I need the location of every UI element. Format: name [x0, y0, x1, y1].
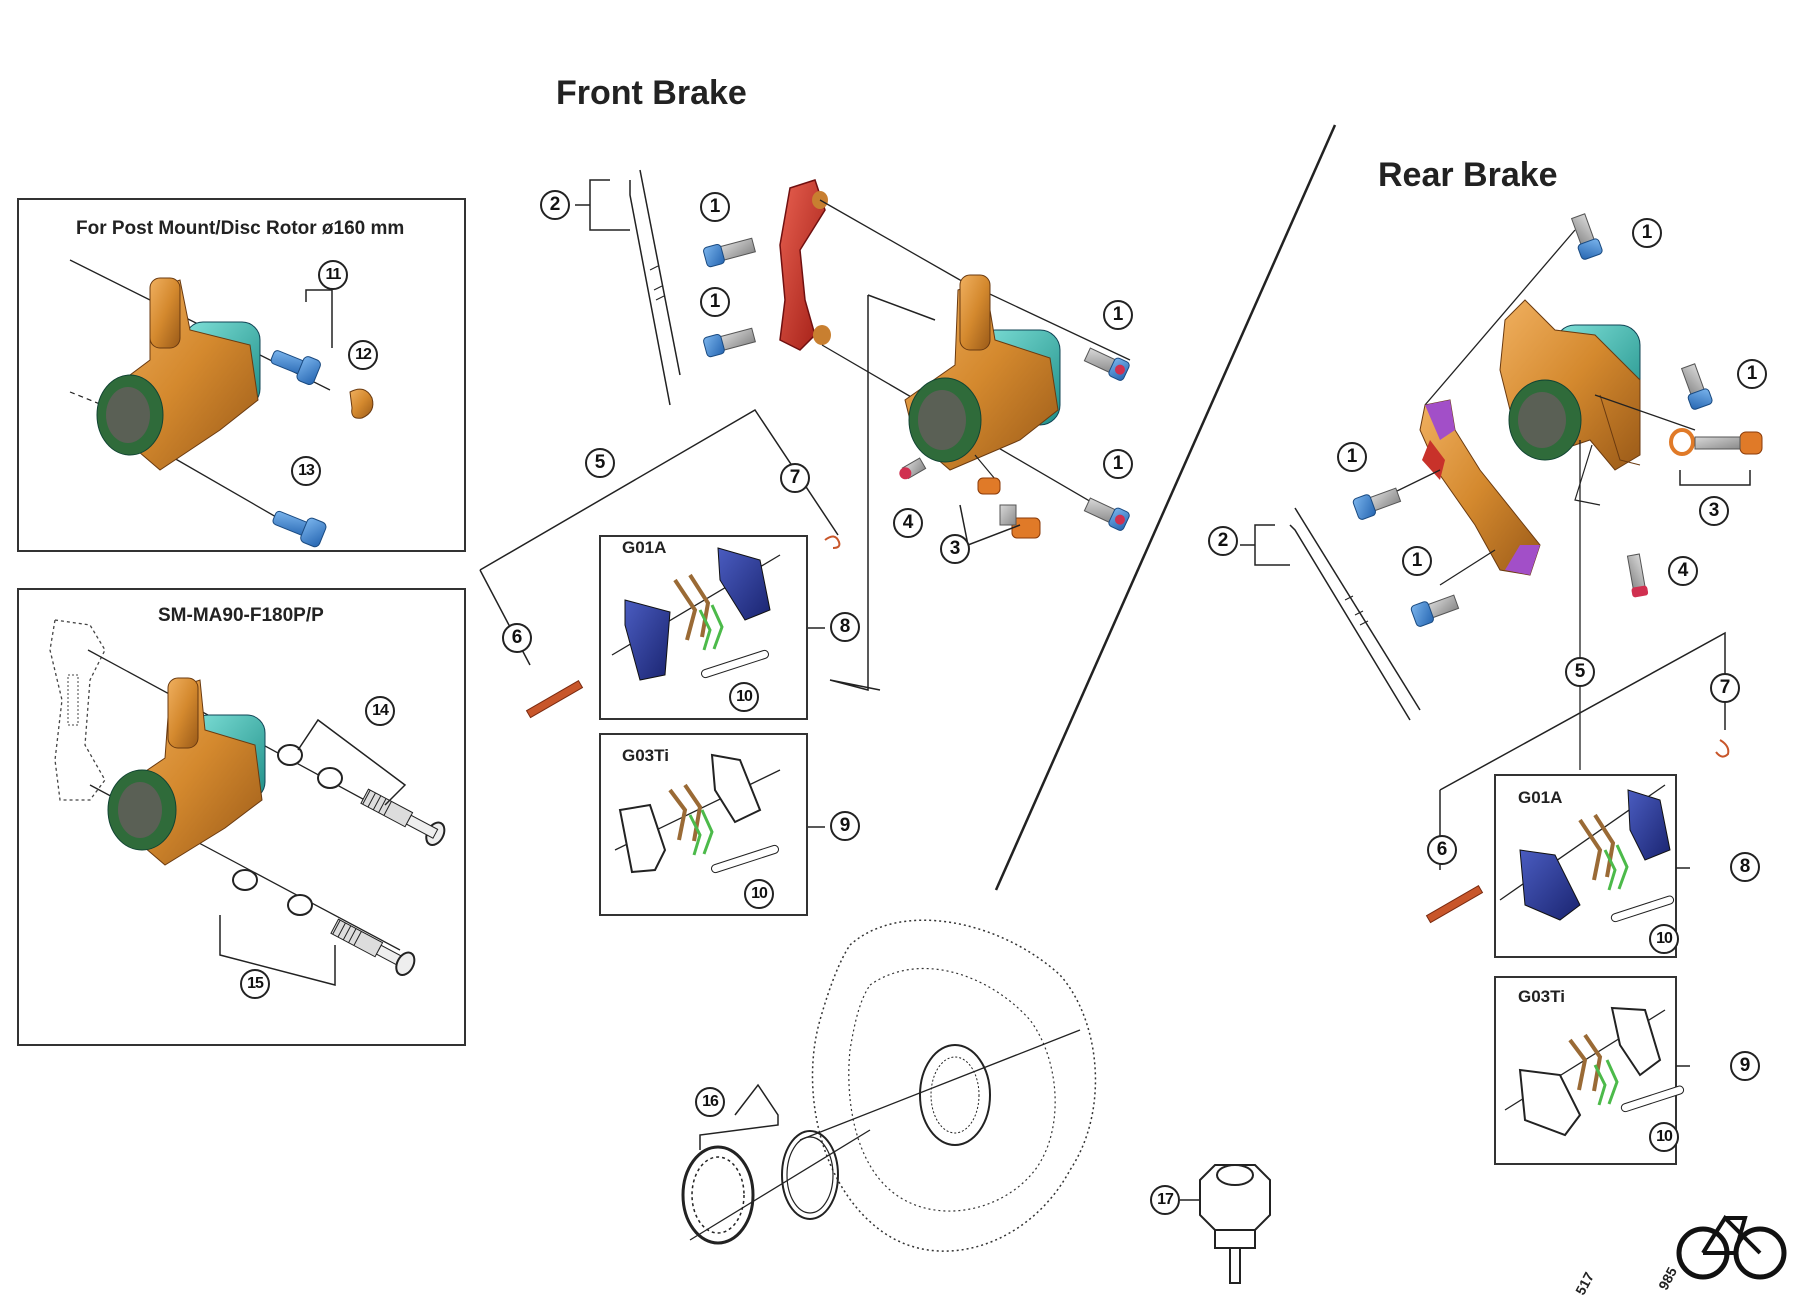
rear-g01a-spring-10 — [1610, 895, 1675, 923]
rear-brake-heading: Rear Brake — [1378, 156, 1558, 194]
callout-1: 1 — [1737, 359, 1767, 389]
front-pad-pin — [525, 679, 584, 719]
front-rear-divider — [994, 124, 1337, 891]
post-mount-box-title: For Post Mount/Disc Rotor ø160 mm — [76, 218, 405, 239]
washer-15b — [287, 894, 313, 916]
front-pin-lines — [479, 408, 841, 719]
rear-g03ti-parts — [1504, 1006, 1690, 1137]
lockring-tool-17 — [1180, 1164, 1271, 1284]
callout-11: 11 — [318, 260, 348, 290]
callout-4: 4 — [1668, 556, 1698, 586]
callout-7: 7 — [1710, 673, 1740, 703]
lockring-16 — [681, 1083, 871, 1245]
callout-10: 10 — [1649, 924, 1679, 954]
callout-1: 1 — [1402, 546, 1432, 576]
rear-g03ti-label: G03Ti — [1518, 987, 1565, 1006]
front-fitting-3 — [977, 477, 1041, 539]
rear-adapter — [1357, 399, 1601, 586]
front-g03ti-spring-10 — [711, 844, 779, 874]
rear-bleed-screw — [1626, 553, 1649, 598]
callout-5: 5 — [1565, 657, 1595, 687]
rear-fitting-3 — [1669, 428, 1763, 456]
callout-7: 7 — [780, 463, 810, 493]
washer-14a — [277, 744, 303, 766]
rear-g01a-parts — [1499, 784, 1690, 923]
front-g03ti-box — [599, 733, 808, 916]
callout-1: 1 — [700, 192, 730, 222]
callout-13: 13 — [291, 456, 321, 486]
callout-16: 16 — [695, 1087, 725, 1117]
disc-rotor — [799, 919, 1097, 1252]
bolt-15 — [330, 918, 416, 977]
callout-2: 2 — [540, 190, 570, 220]
front-g03ti-label: G03Ti — [622, 746, 669, 765]
post-mount-box — [17, 198, 466, 552]
callout-15: 15 — [240, 969, 270, 999]
front-bleed-screw — [899, 457, 927, 480]
callout-10: 10 — [1649, 1122, 1679, 1152]
front-caliper — [829, 274, 1131, 691]
front-g01a-label: G01A — [622, 538, 667, 557]
callout-14: 14 — [365, 696, 395, 726]
bolt-14 — [360, 788, 446, 847]
callout-6: 6 — [502, 623, 532, 653]
adapter-caliper — [49, 619, 446, 986]
callout-6: 6 — [1427, 835, 1457, 865]
washer-14b — [317, 767, 343, 789]
bicycle-icon — [1676, 1214, 1787, 1280]
clip-12 — [349, 388, 374, 419]
callout-4: 4 — [893, 508, 923, 538]
callout-10: 10 — [744, 879, 774, 909]
callout-2: 2 — [1208, 526, 1238, 556]
callout-1: 1 — [700, 287, 730, 317]
callout-9: 9 — [830, 811, 860, 841]
adapter-box — [17, 588, 466, 1046]
front-brake-heading: Front Brake — [556, 74, 747, 112]
post-mount-caliper — [69, 259, 374, 548]
rear-cotter-pin — [1715, 739, 1730, 758]
callout-8: 8 — [830, 612, 860, 642]
rear-caliper — [1424, 229, 1696, 770]
front-g03ti-parts — [614, 753, 825, 874]
callout-8: 8 — [1730, 852, 1760, 882]
callout-1: 1 — [1103, 449, 1133, 479]
rear-g01a-box — [1494, 774, 1677, 958]
front-adapter-bolts — [703, 237, 756, 358]
rear-bolts — [1352, 213, 1763, 627]
rear-g03ti-box — [1494, 976, 1677, 1165]
callout-3: 3 — [1699, 496, 1729, 526]
callout-9: 9 — [1730, 1051, 1760, 1081]
bolt-11 — [270, 350, 321, 385]
rear-g01a-label: G01A — [1518, 788, 1563, 807]
callout-3: 3 — [940, 534, 970, 564]
rear-pad-pin — [1425, 884, 1484, 924]
callout-5: 5 — [585, 448, 615, 478]
washer-15a — [232, 869, 258, 891]
front-caliper-bolts — [899, 347, 1130, 547]
callout-10: 10 — [729, 682, 759, 712]
front-cotter-pin — [824, 535, 841, 549]
callout-1: 1 — [1337, 442, 1367, 472]
rear-hose-bracket — [1240, 507, 1421, 721]
rear-g03ti-spring-10 — [1620, 1085, 1685, 1113]
bolt-13 — [272, 510, 327, 548]
callout-12: 12 — [348, 340, 378, 370]
callout-1: 1 — [1632, 218, 1662, 248]
callout-1: 1 — [1103, 300, 1133, 330]
adapter-box-title: SM-MA90-F180P/P — [158, 605, 324, 626]
front-g01a-parts — [611, 547, 825, 681]
front-g01a-box — [599, 535, 808, 720]
front-g01a-spring-10 — [701, 649, 769, 679]
callout-17: 17 — [1150, 1185, 1180, 1215]
front-hose-bracket — [575, 169, 681, 406]
